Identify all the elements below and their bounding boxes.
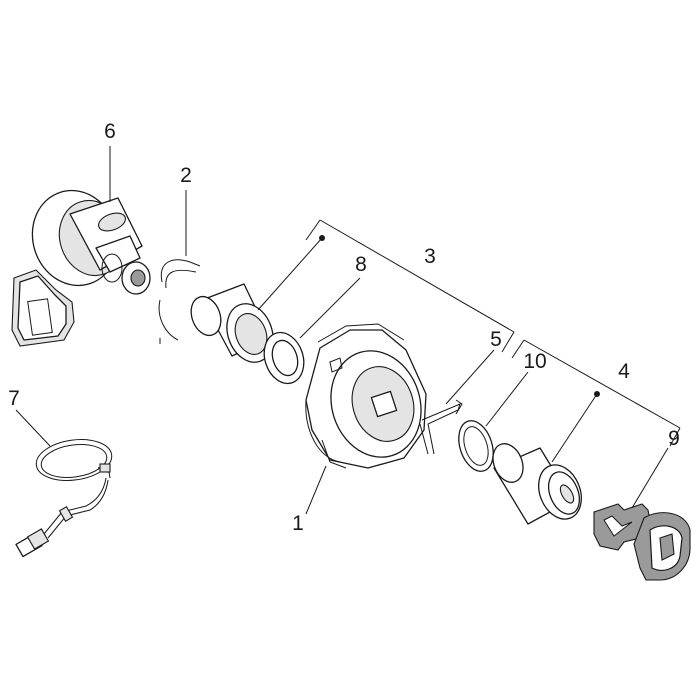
leader-7 xyxy=(15,409,51,447)
leader-9 xyxy=(631,447,669,509)
leader-lines xyxy=(15,146,669,515)
part-1-housing xyxy=(305,323,427,469)
part-9-key xyxy=(593,503,691,581)
callout-8: 8 xyxy=(355,253,367,276)
leader-1 xyxy=(305,465,327,515)
kit-bracket-3 xyxy=(305,219,515,353)
callout-labels: 6 2 3 8 5 10 4 9 1 7 xyxy=(8,120,680,535)
callout-5: 5 xyxy=(490,328,502,351)
part-6-lock-body xyxy=(11,189,151,347)
callout-4: 4 xyxy=(618,360,630,383)
part-8-ring xyxy=(263,331,305,385)
callout-10: 10 xyxy=(523,350,546,373)
callout-7: 7 xyxy=(8,387,20,410)
leader-5 xyxy=(445,349,495,405)
callout-6: 6 xyxy=(104,120,116,143)
leader-10 xyxy=(485,371,529,427)
callout-2: 2 xyxy=(180,164,192,187)
callout-1: 1 xyxy=(292,512,304,535)
part-4-cylinder xyxy=(492,443,582,525)
part-3-bush xyxy=(190,283,274,363)
callout-3: 3 xyxy=(424,245,436,268)
callout-9: 9 xyxy=(668,427,680,450)
part-2-clip xyxy=(158,259,201,344)
part-7-wire-ring xyxy=(15,439,113,558)
leader-8 xyxy=(299,277,361,339)
leader-3 xyxy=(257,237,323,311)
leader-4 xyxy=(551,393,598,463)
part-10-oring xyxy=(458,420,494,472)
part-5-spring xyxy=(419,399,463,455)
